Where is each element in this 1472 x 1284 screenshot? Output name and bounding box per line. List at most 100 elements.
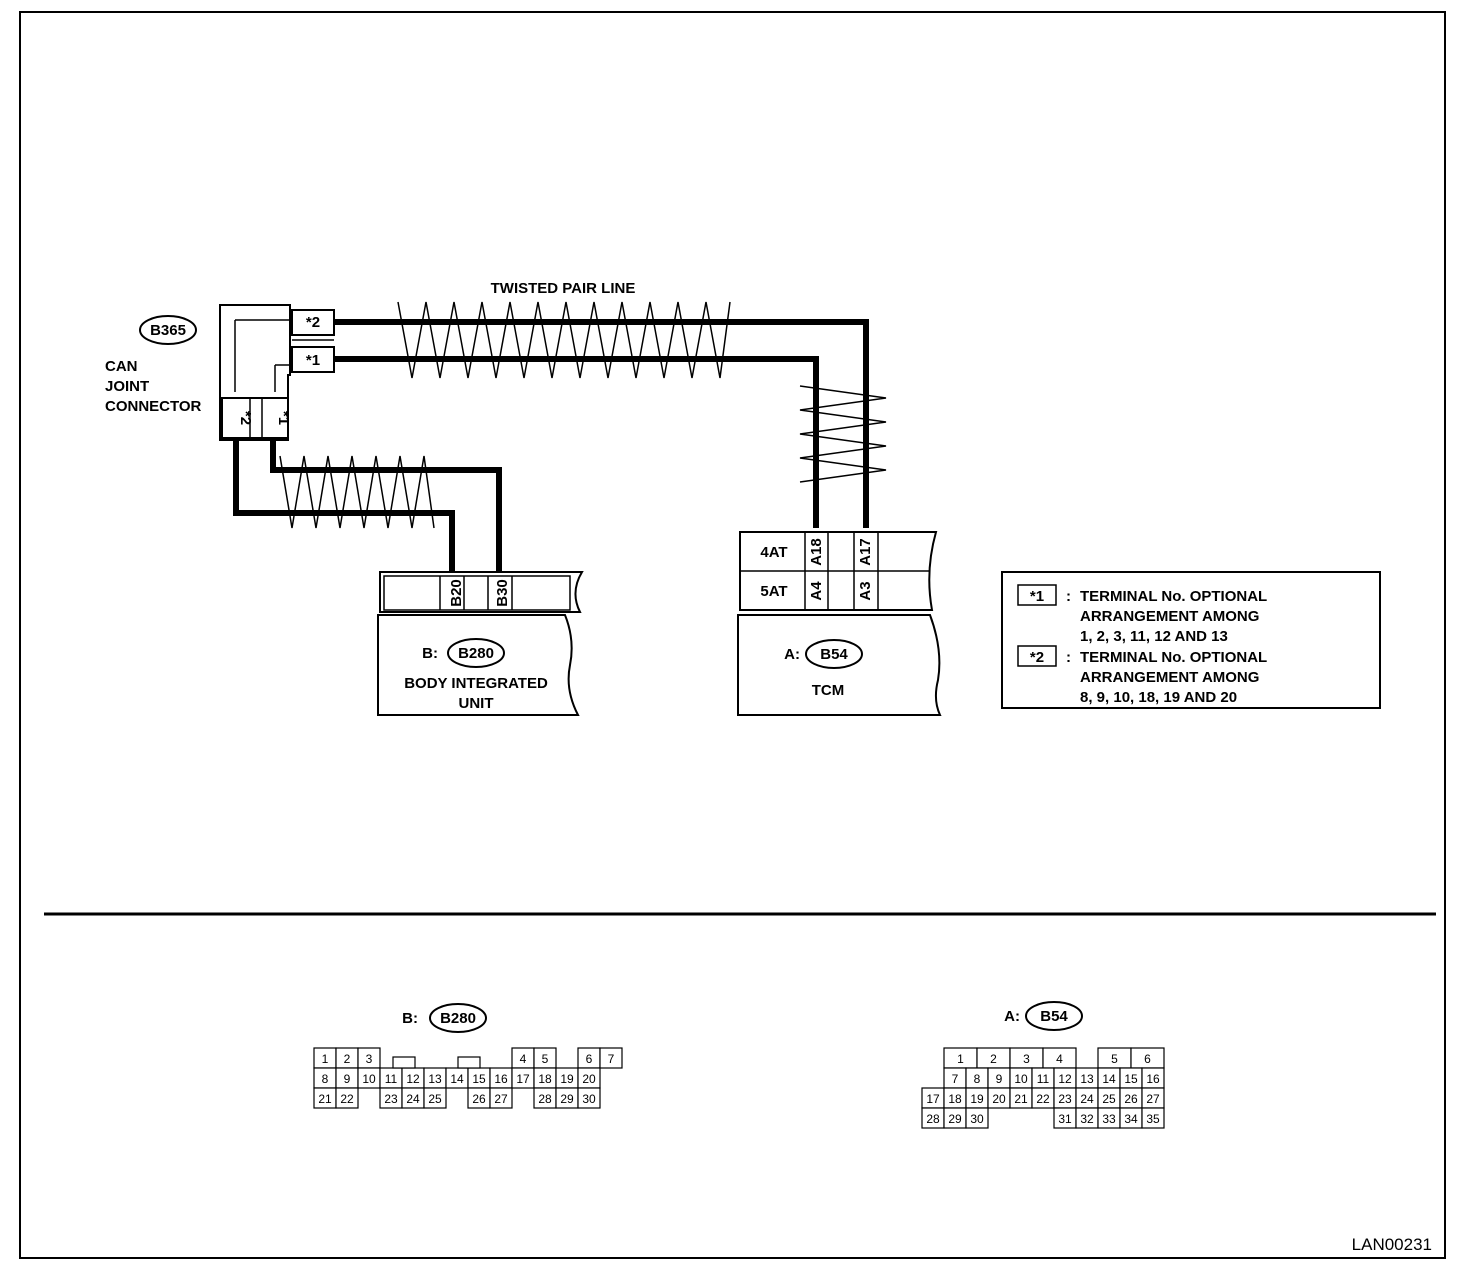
pin-number: 25 <box>1102 1092 1116 1106</box>
face-b54-header: A: B54 <box>1004 1001 1083 1031</box>
pin-number: 20 <box>992 1092 1006 1106</box>
connector-key <box>457 1056 481 1069</box>
can-joint-connector: *2 *1 *2 *1 <box>219 304 335 441</box>
pin-cell <box>965 1107 989 1129</box>
pin-number: 35 <box>1146 1112 1160 1126</box>
twist-top <box>397 301 731 379</box>
pin-number: 20 <box>582 1072 596 1086</box>
pin-number: 5 <box>542 1052 549 1066</box>
legend-mark-2: *2 <box>1030 649 1044 666</box>
pin-number: 10 <box>1014 1072 1028 1086</box>
pin-number: 29 <box>560 1092 574 1106</box>
svg-text:B365: B365 <box>150 322 186 339</box>
pin-number: 1 <box>957 1052 964 1066</box>
body-integrated-unit: B20 B30 B: B280 BODY INTEGRATED UNIT <box>377 571 584 716</box>
legend-colon-1: : <box>1066 588 1071 605</box>
legend-2-line-2: ARRANGEMENT AMONG <box>1080 669 1259 686</box>
pin-number: 13 <box>428 1072 442 1086</box>
pin-number: 33 <box>1102 1112 1116 1126</box>
tcm-unit: 4AT 5AT A18 A17 A4 A3 A: B54 TCM <box>737 531 942 716</box>
pin-a4: A4 <box>808 581 825 601</box>
tcm-row1-label: 4AT <box>760 544 787 561</box>
pin-number: 4 <box>520 1052 527 1066</box>
pin-cell <box>1141 1107 1165 1129</box>
pin-number: 4 <box>1056 1052 1063 1066</box>
body-name-2: UNIT <box>459 695 494 712</box>
face-b54-id: B54 <box>1040 1008 1068 1025</box>
tcm-id: B54 <box>820 646 848 663</box>
pin-b30: B30 <box>494 579 511 607</box>
pin-number: 17 <box>926 1092 940 1106</box>
pin-number: 10 <box>362 1072 376 1086</box>
can-term2-side: *2 <box>237 411 254 425</box>
pin-number: 14 <box>450 1072 464 1086</box>
pin-number: 14 <box>1102 1072 1116 1086</box>
b365-badge: B365 <box>139 315 197 345</box>
pin-number: 15 <box>472 1072 486 1086</box>
pin-number: 24 <box>1080 1092 1094 1106</box>
pin-number: 13 <box>1080 1072 1094 1086</box>
wire-can2-to-a17 <box>334 319 869 528</box>
pin-number: 27 <box>1146 1092 1160 1106</box>
twist-lower <box>279 455 435 529</box>
pin-cell <box>599 1047 623 1069</box>
pin-number: 28 <box>926 1112 940 1126</box>
pin-number: 31 <box>1058 1112 1072 1126</box>
pin-number: 9 <box>344 1072 351 1086</box>
pin-cell <box>489 1087 513 1109</box>
pin-number: 32 <box>1080 1112 1094 1126</box>
legend-colon-2: : <box>1066 649 1071 666</box>
legend-1-line-2: ARRANGEMENT AMONG <box>1080 608 1259 625</box>
pin-number: 9 <box>996 1072 1003 1086</box>
pin-number: 16 <box>494 1072 508 1086</box>
legend-box: *1 : TERMINAL No. OPTIONAL ARRANGEMENT A… <box>1001 571 1381 709</box>
pin-a18: A18 <box>808 538 825 566</box>
pin-number: 30 <box>970 1112 984 1126</box>
can-name-2: JOINT <box>105 378 149 395</box>
tcm-prefix: A: <box>784 646 800 663</box>
pin-number: 19 <box>560 1072 574 1086</box>
twisted-pair-label: TWISTED PAIR LINE <box>491 280 636 297</box>
face-b54-prefix: A: <box>1004 1008 1020 1025</box>
wire-can1-to-a18 <box>334 356 819 528</box>
pin-number: 26 <box>1124 1092 1138 1106</box>
can-term1-top: *1 <box>306 352 320 369</box>
pin-number: 25 <box>428 1092 442 1106</box>
tcm-row2-label: 5AT <box>760 583 787 600</box>
pin-number: 24 <box>406 1092 420 1106</box>
pin-number: 23 <box>384 1092 398 1106</box>
pin-a3: A3 <box>857 581 874 600</box>
body-prefix: B: <box>422 645 438 662</box>
pin-number: 29 <box>948 1112 962 1126</box>
pin-number: 27 <box>494 1092 508 1106</box>
connector-key <box>392 1056 416 1069</box>
pin-number: 21 <box>318 1092 332 1106</box>
pin-number: 17 <box>516 1072 530 1086</box>
pin-number: 8 <box>974 1072 981 1086</box>
legend-mark-1: *1 <box>1030 588 1044 605</box>
pin-number: 3 <box>366 1052 373 1066</box>
pin-number: 16 <box>1146 1072 1160 1086</box>
pin-number: 6 <box>1144 1052 1151 1066</box>
pin-number: 12 <box>1058 1072 1072 1086</box>
face-b280-prefix: B: <box>402 1010 418 1027</box>
pin-number: 2 <box>344 1052 351 1066</box>
legend-2-line-1: TERMINAL No. OPTIONAL <box>1080 649 1267 666</box>
pin-a17: A17 <box>857 538 874 566</box>
pin-number: 3 <box>1023 1052 1030 1066</box>
legend-1-line-3: 1, 2, 3, 11, 12 AND 13 <box>1080 628 1228 645</box>
pin-number: 12 <box>406 1072 420 1086</box>
pin-number: 23 <box>1058 1092 1072 1106</box>
pin-number: 7 <box>608 1052 615 1066</box>
pin-b20: B20 <box>448 579 465 607</box>
pin-number: 8 <box>322 1072 329 1086</box>
pin-number: 15 <box>1124 1072 1138 1086</box>
wire-can2-to-b20 <box>233 438 455 572</box>
pin-number: 30 <box>582 1092 596 1106</box>
pin-number: 7 <box>952 1072 959 1086</box>
pin-number: 18 <box>538 1072 552 1086</box>
legend-1-line-1: TERMINAL No. OPTIONAL <box>1080 588 1267 605</box>
pin-number: 18 <box>948 1092 962 1106</box>
